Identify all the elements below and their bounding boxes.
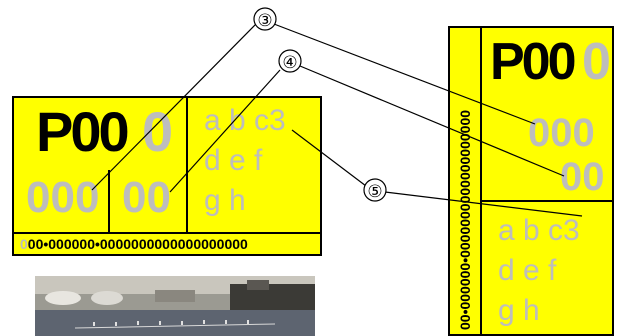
vertical-letters-line-3: g h — [498, 294, 540, 327]
bottom-code-gray-prefix: 0 — [20, 236, 28, 252]
callout-3-circle — [253, 7, 277, 31]
letters-line-2: d e f — [204, 144, 263, 177]
vertical-row2-digits: 000 — [528, 111, 595, 155]
side-strip-divider — [480, 28, 482, 334]
vertical-row3-digits: 00 — [560, 155, 605, 199]
vertical-letters-line-1: a b c3 — [498, 214, 580, 247]
callout-4-line-left — [169, 69, 281, 193]
vertical-panel-divider — [482, 200, 612, 202]
vertical-divider-main — [186, 98, 188, 232]
vertical-display-panel: 00•000000•0000000000000000000 P00 0 000 … — [448, 26, 614, 336]
bottom-code-line: 000•000000•0000000000000000000 — [20, 235, 248, 253]
road-scene-photo — [35, 276, 315, 336]
vertical-divider-row2 — [108, 170, 110, 232]
row2-right-digits: 00 — [122, 173, 171, 222]
vertical-plate-gray-digit: 0 — [582, 33, 611, 91]
callout-5-circle — [363, 178, 387, 202]
callout-3-line-right — [273, 23, 536, 125]
horizontal-divider-bottom — [14, 232, 320, 234]
callout-4-circle — [278, 49, 302, 73]
row2-left-digits: 000 — [26, 173, 100, 222]
bottom-code-text: 00•000000•0000000000000000000 — [27, 236, 248, 252]
callout-3-label: ③ — [257, 11, 272, 31]
callout-5-label: ⑤ — [367, 182, 382, 202]
plate-number-black: P00 — [36, 100, 130, 163]
vertical-plate-black: P00 — [490, 33, 577, 91]
callout-4-label: ④ — [282, 53, 297, 73]
vertical-letters-line-2: d e f — [498, 254, 557, 287]
plate-number-gray-digit: 0 — [142, 100, 174, 163]
letters-line-3: g h — [204, 184, 246, 217]
callout-4-line-right — [299, 65, 565, 177]
callout-5-line-right — [384, 191, 583, 217]
horizontal-display-panel: P00 0 000 00 a b c3 d e f g h 000•000000… — [12, 96, 322, 256]
callout-3-line-left — [91, 23, 257, 191]
road-scene-illustration — [35, 276, 315, 336]
callout-5-line-left — [291, 129, 367, 187]
